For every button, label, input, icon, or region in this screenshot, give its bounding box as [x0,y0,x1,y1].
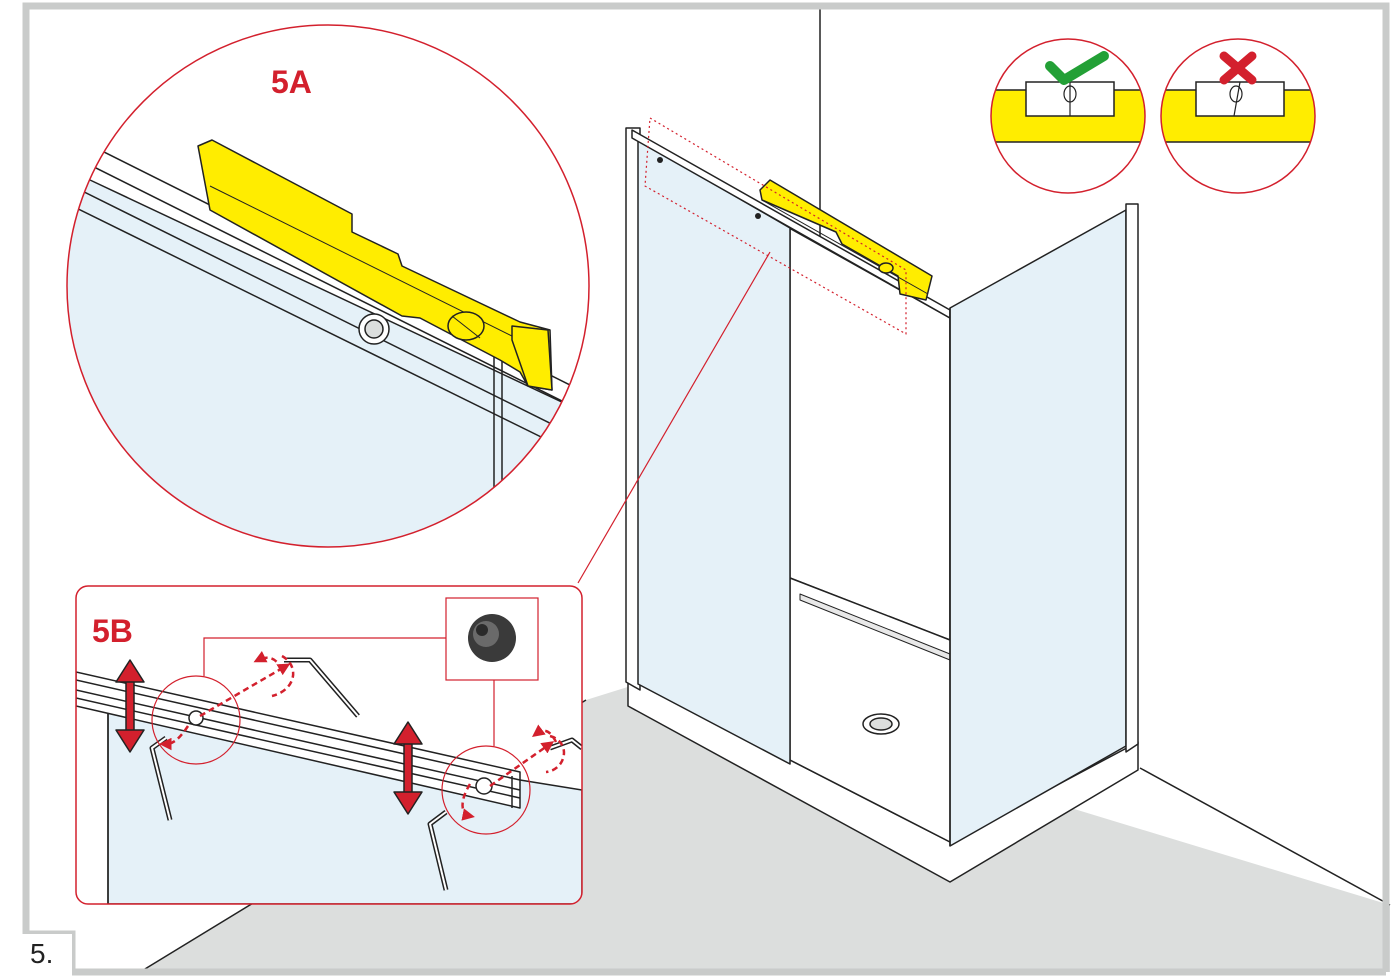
level-incorrect-indicator [1160,38,1316,194]
sliding-door-panel [637,139,791,765]
page-frame [22,2,1390,976]
hex-key-right [427,737,582,891]
roller-knob [358,313,390,345]
adjust-arrow-left [115,659,145,753]
adjust-arrow-right [393,721,423,815]
shower-drain [862,713,900,735]
step-number: 5. [0,934,72,974]
leader-line-5a [577,251,771,584]
side-panel [949,203,1139,847]
detail-5a-label: 5A [271,64,312,100]
detail-5b-label: 5B [92,613,133,649]
detail-5a-circle [66,24,590,548]
spirit-level [759,179,933,301]
level-correct-indicator [990,38,1146,194]
roller-part-box [445,597,539,681]
detail-5b-box [75,585,583,905]
cross-icon [1219,51,1257,85]
shower-enclosure [625,117,1139,883]
check-icon [1045,51,1109,85]
